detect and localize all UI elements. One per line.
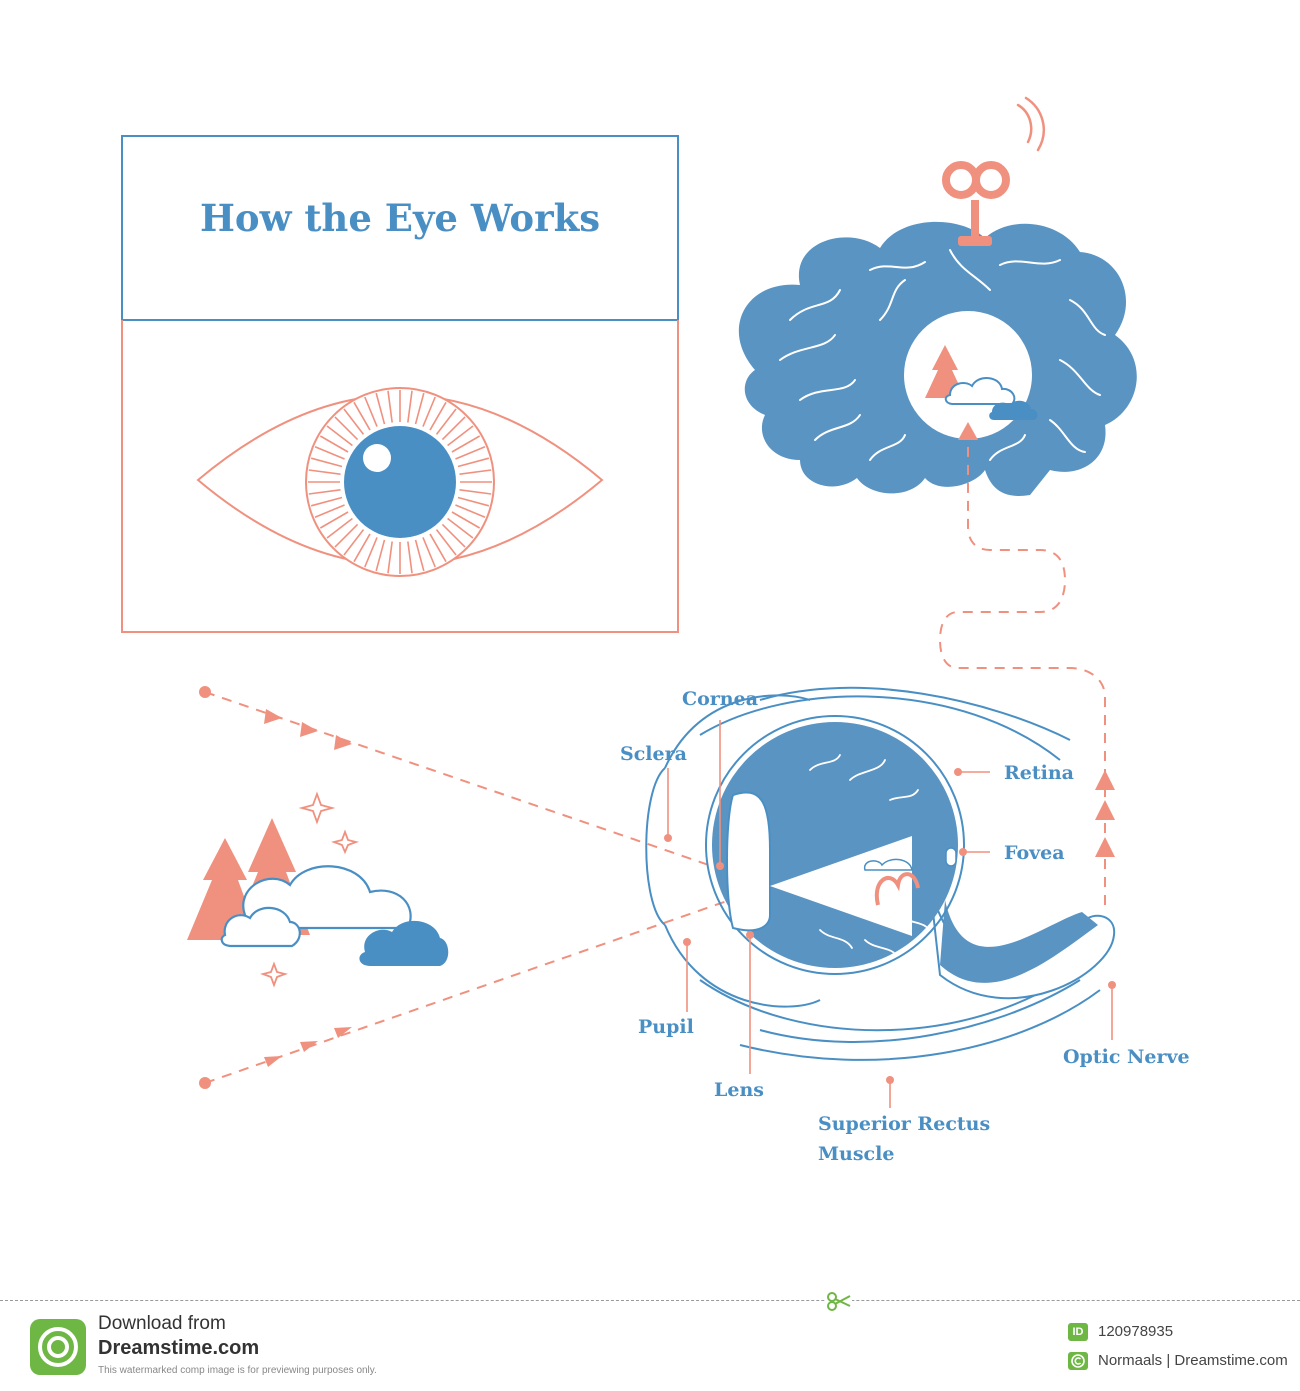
watermark-footer: Download from Dreamstime.com This waterm… xyxy=(0,1291,1300,1391)
optic-signal-path xyxy=(938,422,1115,905)
label-fovea: Fovea xyxy=(1004,842,1065,864)
footer-credit: Normaals | Dreamstime.com xyxy=(1098,1352,1288,1369)
leader-lines xyxy=(667,720,1113,1108)
label-retina: Retina xyxy=(1004,762,1074,784)
scene-icon xyxy=(187,765,449,988)
copyright-icon xyxy=(1068,1352,1088,1370)
label-pupil: Pupil xyxy=(638,1016,694,1038)
light-rays xyxy=(199,686,771,1089)
eye-cross-section xyxy=(645,686,1116,1061)
scissors-icon xyxy=(826,1291,852,1311)
eye-diagram xyxy=(121,96,1137,1108)
footer-image-id: 120978935 xyxy=(1098,1323,1174,1340)
label-optic-nerve: Optic Nerve xyxy=(1063,1046,1190,1068)
leader-dots xyxy=(664,768,1116,1084)
id-badge: ID xyxy=(1068,1323,1088,1341)
title-box xyxy=(121,135,679,633)
front-eye-icon xyxy=(196,387,604,577)
label-sclera: Sclera xyxy=(620,743,687,765)
dreamstime-logo-icon xyxy=(30,1319,86,1375)
footer-download-from: Download from xyxy=(98,1313,226,1334)
footer-notice: This watermarked comp image is for previ… xyxy=(98,1365,377,1376)
diagram-artwork xyxy=(121,96,1137,1108)
label-cornea: Cornea xyxy=(682,688,759,710)
brain-icon xyxy=(738,96,1137,496)
label-superior-rectus: Superior Rectus xyxy=(818,1113,991,1135)
page-title: How the Eye Works xyxy=(199,196,601,240)
label-superior-rectus-muscle: Muscle xyxy=(818,1143,895,1165)
label-lens: Lens xyxy=(714,1079,764,1101)
footer-brand[interactable]: Dreamstime.com xyxy=(98,1337,260,1359)
